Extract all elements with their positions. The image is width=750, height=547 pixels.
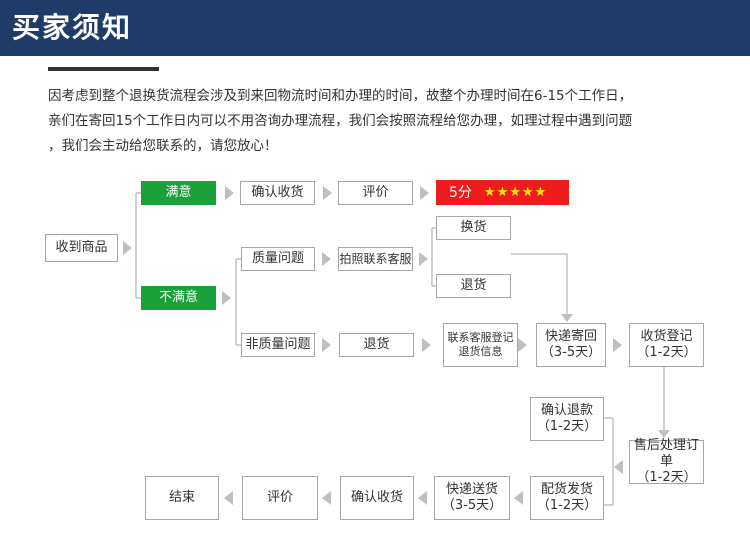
- step-line: 联系客服登记: [447, 331, 514, 344]
- step-satisfied: 满意: [141, 181, 216, 205]
- arrow-right-icon: [323, 186, 332, 200]
- step-line: （1-2天）: [636, 470, 697, 485]
- step-exchange: 换货: [436, 216, 511, 240]
- step-receive-goods: 收到商品: [45, 234, 118, 262]
- arrow-right-icon: [420, 186, 429, 200]
- arrow-left-icon: [224, 491, 233, 505]
- step-receipt-register: 收货登记 （1-2天）: [629, 323, 704, 367]
- step-line: 收货登记: [640, 329, 693, 344]
- arrow-left-icon: [418, 491, 427, 505]
- step-line: 售后处理订单: [633, 438, 699, 469]
- arrow-right-icon: [222, 291, 231, 305]
- step-confirm-receipt: 确认收货: [240, 181, 315, 205]
- arrow-right-icon: [225, 186, 234, 200]
- step-unsatisfied: 不满意: [141, 286, 216, 310]
- arrow-right-icon: [322, 252, 331, 266]
- step-photo-contact-service: 拍照联系客服: [338, 247, 413, 271]
- step-line: 退货信息: [458, 345, 503, 358]
- step-confirm-receipt-2: 确认收货: [340, 476, 414, 520]
- step-line: （3-5天）: [540, 345, 602, 360]
- connector-lines: [135, 192, 665, 506]
- arrow-left-icon: [322, 491, 331, 505]
- arrow-right-icon: [123, 241, 132, 255]
- arrow-right-icon: [322, 338, 331, 352]
- arrow-left-icon: [614, 460, 623, 474]
- arrow-left-icon: [514, 491, 523, 505]
- step-line: 快递送货: [445, 482, 498, 497]
- step-end: 结束: [145, 476, 219, 520]
- title-underline: [48, 67, 159, 71]
- step-review: 评价: [338, 181, 413, 205]
- step-return-goods-2: 退货: [339, 333, 414, 357]
- step-non-quality-issue: 非质量问题: [241, 333, 315, 357]
- notice-line: 亲们在寄回15个工作日内可以不用咨询办理流程，我们会按照流程给您办理，如理过程中…: [48, 113, 633, 129]
- step-return-goods: 退货: [436, 274, 511, 298]
- step-line: 配货发货: [540, 482, 593, 497]
- header-banner: 买家须知: [0, 0, 750, 56]
- arrow-down-icon: [658, 430, 670, 438]
- arrow-right-icon: [419, 252, 428, 266]
- step-dispatch: 配货发货 （1-2天）: [530, 476, 604, 520]
- step-line: 确认退款: [540, 403, 593, 418]
- step-line: （1-2天）: [536, 419, 598, 434]
- step-quality-issue: 质量问题: [241, 247, 315, 271]
- notice-line: 因考虑到整个退换货流程会涉及到来回物流时间和办理的时间，故整个办理时间在6-15…: [48, 88, 633, 104]
- arrow-right-icon: [613, 338, 622, 352]
- step-line: （1-2天）: [536, 498, 598, 513]
- step-line: （1-2天）: [636, 345, 697, 360]
- step-line: 快递寄回: [544, 329, 597, 344]
- step-line: （3-5天）: [441, 498, 503, 513]
- step-contact-register: 联系客服登记 退货信息: [443, 323, 518, 367]
- step-express-return: 快递寄回 （3-5天）: [536, 323, 606, 367]
- notice-line: ，我们会主动给您联系的，请您放心！: [48, 138, 278, 154]
- star-rating-icon: ★★★★★: [483, 184, 548, 200]
- rating-score: 5分: [449, 184, 472, 201]
- page-title: 买家须知: [12, 11, 133, 44]
- step-confirm-refund: 确认退款 （1-2天）: [530, 397, 604, 441]
- arrow-right-icon: [422, 338, 431, 352]
- arrow-heads: [123, 186, 670, 505]
- arrow-down-icon: [561, 314, 573, 322]
- step-review-2: 评价: [242, 476, 318, 520]
- notice-text: 因考虑到整个退换货流程会涉及到来回物流时间和办理的时间，故整个办理时间在6-15…: [48, 84, 728, 159]
- rating-badge: 5分 ★★★★★: [436, 180, 569, 205]
- arrow-right-icon: [518, 338, 527, 352]
- step-aftersale-order: 售后处理订单 （1-2天）: [629, 438, 704, 485]
- step-express-delivery: 快递送货 （3-5天）: [434, 476, 510, 520]
